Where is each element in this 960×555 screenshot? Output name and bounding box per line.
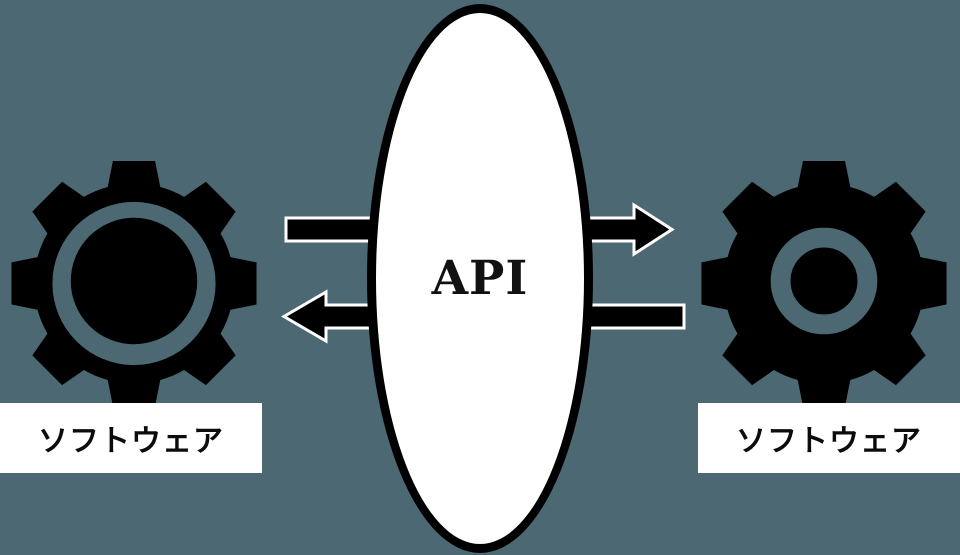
api-ellipse-shape: [367, 4, 593, 553]
caption-box-left-software: ソフトウェア: [0, 403, 262, 473]
response-arrow-head: [281, 289, 376, 344]
gear-outline-icon: [10, 156, 258, 404]
caption-box-right-software: ソフトウェア: [698, 403, 960, 473]
api-label: API: [431, 251, 529, 306]
gear-solid-icon: [700, 156, 948, 404]
response-arrow-tail: [586, 303, 686, 330]
api-ellipse: API: [367, 4, 593, 553]
request-arrow-tail: [284, 216, 376, 243]
request-arrow-head: [584, 202, 675, 257]
caption-left-text: ソフトウェア: [38, 424, 224, 459]
caption-right-text: ソフトウェア: [736, 424, 922, 459]
